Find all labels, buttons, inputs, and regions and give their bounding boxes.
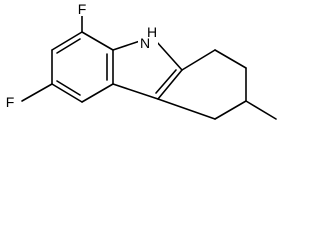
atom-label-h: H (147, 24, 157, 40)
atom-label-n: N (140, 35, 150, 51)
bond-c9a-c4b (157, 69, 183, 100)
atom-label-f-top: F (78, 1, 87, 17)
bond-n-c9a (155, 40, 183, 71)
bond-c8-c7-double (56, 38, 81, 54)
bond-c4-c4b (157, 98, 216, 120)
bond-c9a-c1 (181, 49, 216, 71)
atom-label-f-left: F (6, 94, 15, 110)
bond-c6-f-left (21, 83, 53, 102)
bond-c6-c5 (51, 83, 83, 103)
atom-labels: F F H N (3, 1, 158, 110)
bond-c1-c2 (214, 49, 247, 69)
substituent-bonds (21, 13, 83, 102)
bond-c4b-c4a (112, 83, 159, 100)
bond-c8-c8a (81, 31, 114, 51)
bond-c9a-c4b-double (155, 69, 177, 94)
cyclohexane-ring (157, 49, 277, 120)
bond-c3-c4 (214, 100, 247, 120)
benzene-ring (51, 31, 114, 103)
molecule-structure-diagram: F F H N (3, 1, 277, 120)
bond-c8-c7 (51, 31, 83, 51)
bond-c6-c5-double (56, 80, 81, 96)
bond-c3-methyl (245, 100, 277, 120)
bond-c8a-n (112, 40, 141, 51)
bond-c5-c4a (81, 83, 114, 103)
pyrrole-ring (112, 40, 183, 100)
